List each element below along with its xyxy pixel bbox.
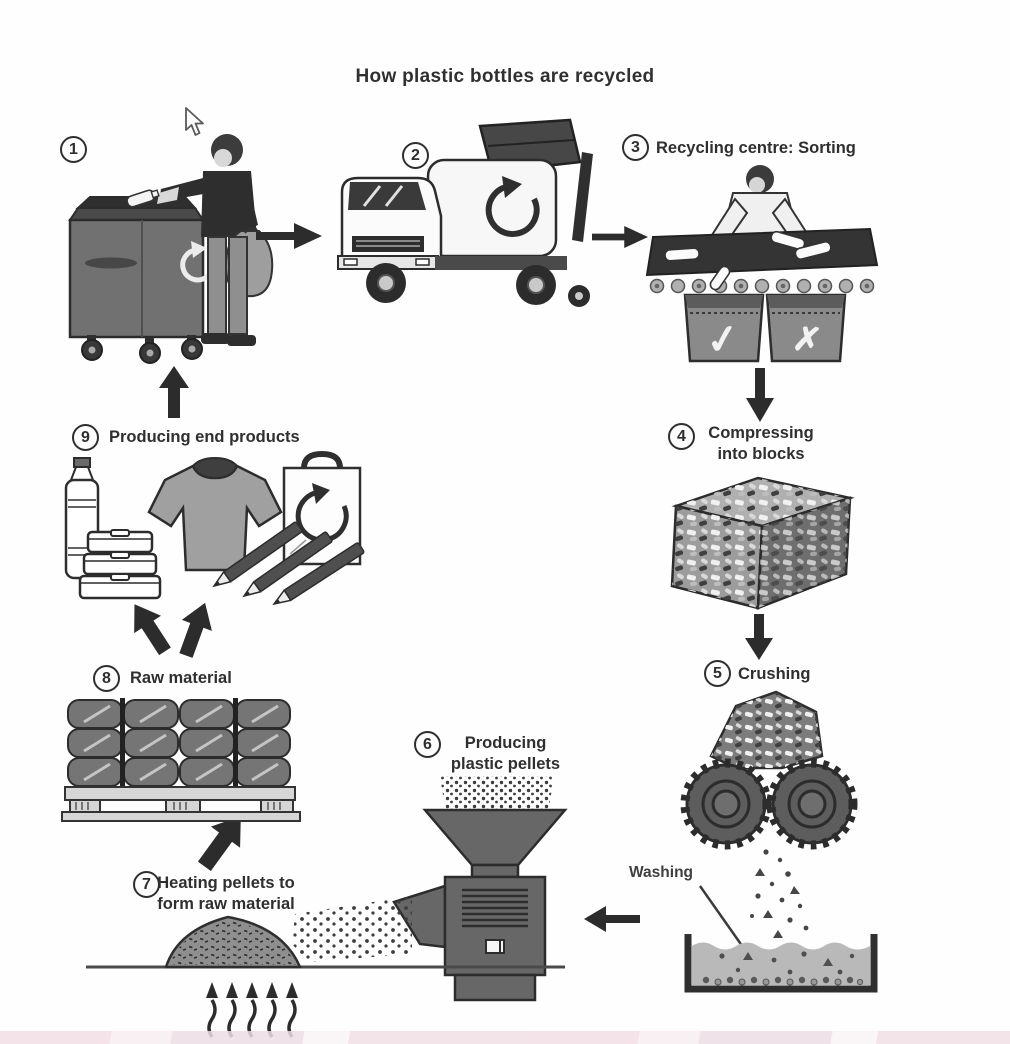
washing-pointer-line bbox=[698, 885, 747, 951]
step-8-illustration-raw-material-pallet bbox=[61, 698, 301, 822]
recycle-arrow-icon bbox=[295, 483, 349, 543]
step-8-number: 8 bbox=[93, 665, 120, 692]
arrow-step7-to-step8 bbox=[197, 816, 241, 871]
step-4-label: Compressing into blocks bbox=[708, 424, 814, 464]
mouse-cursor bbox=[185, 107, 204, 136]
step-7-illustration-heating bbox=[86, 896, 565, 1038]
step-6-label: Producing plastic pellets bbox=[450, 734, 561, 774]
arrow-step4-to-step5 bbox=[745, 614, 773, 660]
falling-fragments bbox=[750, 849, 809, 938]
fragments-sediment bbox=[702, 976, 864, 986]
bottle-falling-into-box bbox=[709, 265, 731, 291]
step-9-illustration-end-products bbox=[64, 450, 365, 606]
step-6-number: 6 bbox=[414, 731, 441, 758]
step-2-illustration-collection-truck bbox=[337, 118, 593, 307]
step-7-number: 7 bbox=[133, 871, 160, 898]
step-1-number: 1 bbox=[60, 136, 87, 163]
arrow-step5-to-step6 bbox=[584, 906, 640, 932]
step-5-number: 5 bbox=[704, 660, 731, 687]
truck-cab bbox=[337, 176, 443, 270]
step-3-illustration-sorting: ✓ ✗ bbox=[645, 165, 879, 364]
watermark-band bbox=[0, 1031, 1010, 1044]
step-2-number: 2 bbox=[402, 142, 429, 169]
crusher-gear-left bbox=[680, 758, 772, 850]
accept-check-mark: ✓ bbox=[703, 316, 742, 364]
crushed-plastic-pile bbox=[709, 690, 824, 770]
material-sacks bbox=[67, 698, 291, 788]
food-containers bbox=[78, 529, 162, 600]
step-1-illustration-bottle-bank bbox=[68, 134, 274, 364]
heat-arrowheads bbox=[206, 982, 298, 998]
step-5-label: Crushing bbox=[738, 665, 811, 683]
step-5-illustration-crushing-washing bbox=[680, 690, 878, 993]
arrow-step1-to-step2 bbox=[256, 223, 322, 249]
arrows-step8-to-step9 bbox=[134, 602, 212, 658]
step-8-label: Raw material bbox=[130, 669, 232, 687]
person-figure bbox=[126, 134, 274, 346]
step-9-number: 9 bbox=[72, 424, 99, 451]
reject-x-mark: ✗ bbox=[790, 319, 824, 361]
washing-label: Washing bbox=[629, 864, 694, 881]
reject-box: ✗ bbox=[765, 293, 847, 363]
step-4-illustration-compressed-block bbox=[670, 476, 855, 610]
arrow-step2-to-step3 bbox=[592, 225, 648, 249]
step-7-label: Heating pellets to form raw material bbox=[157, 874, 295, 914]
recycling-bin bbox=[68, 196, 216, 364]
arrow-step3-to-step4 bbox=[746, 368, 774, 422]
truck-chassis bbox=[435, 256, 567, 270]
t-shirt bbox=[147, 456, 283, 572]
diagram-title: How plastic bottles are recycled bbox=[355, 66, 655, 87]
bottles-on-belt bbox=[664, 230, 832, 262]
accept-box: ✓ bbox=[683, 293, 765, 364]
step-3-number: 3 bbox=[622, 134, 649, 161]
arrow-step9-to-step1 bbox=[159, 366, 189, 418]
step-3-label: Recycling centre: Sorting bbox=[656, 139, 856, 157]
pencils bbox=[212, 521, 365, 606]
truck-wheels bbox=[366, 263, 590, 307]
pellet-mound bbox=[164, 915, 302, 969]
water-bottle bbox=[64, 457, 100, 580]
washing-tank bbox=[684, 934, 878, 993]
plastic-bottle bbox=[126, 189, 160, 208]
pellets-burst bbox=[440, 776, 554, 814]
machine-body bbox=[392, 808, 568, 1002]
conveyor-belt bbox=[645, 227, 879, 294]
step-4-number: 4 bbox=[668, 423, 695, 450]
recycle-arrow-icon bbox=[485, 176, 540, 237]
crusher-gear-right bbox=[766, 758, 858, 850]
fragments-in-water bbox=[719, 951, 855, 975]
step-6-illustration-pellet-machine bbox=[392, 776, 568, 1002]
wooden-pallet bbox=[61, 786, 301, 822]
step-9-label: Producing end products bbox=[109, 428, 300, 446]
pellet-spray bbox=[292, 896, 412, 962]
